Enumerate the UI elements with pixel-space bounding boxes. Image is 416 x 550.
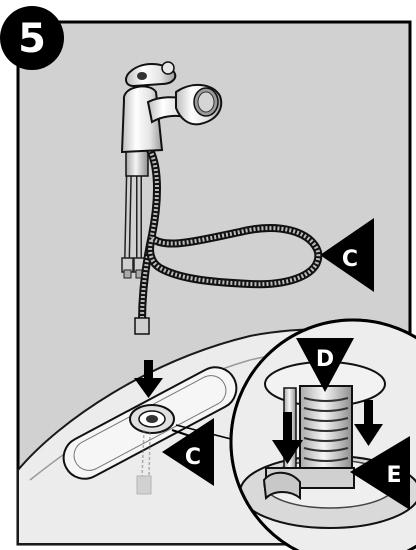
spray-head bbox=[176, 85, 221, 124]
step-number: 5 bbox=[18, 16, 46, 62]
step-badge: 5 bbox=[0, 6, 64, 70]
callout-label: E bbox=[386, 463, 401, 488]
callout-label: C bbox=[185, 445, 201, 470]
callout-label: C bbox=[342, 247, 358, 272]
callout-label: D bbox=[316, 347, 334, 372]
